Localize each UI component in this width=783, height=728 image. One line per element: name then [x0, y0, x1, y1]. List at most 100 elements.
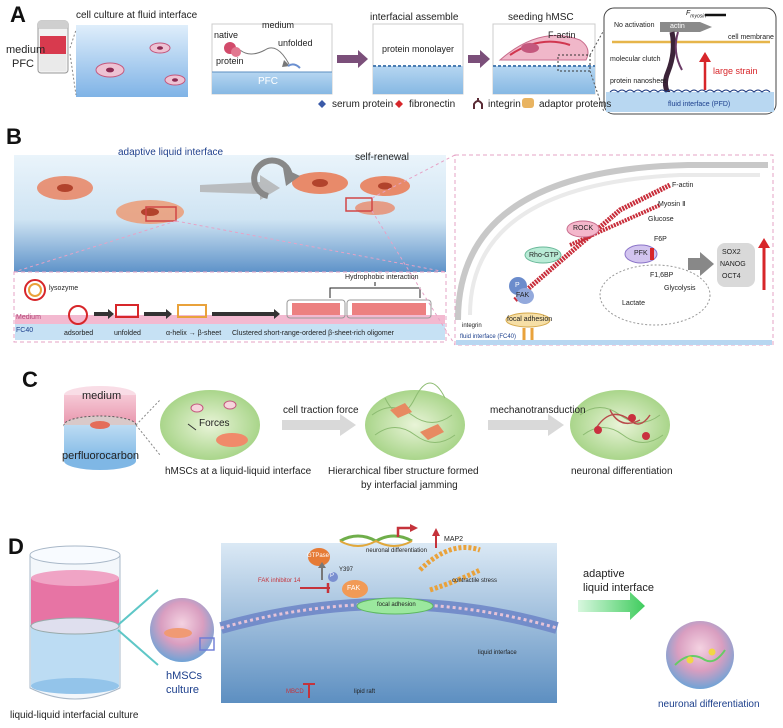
fak-inhibitor-label: FAK inhibitor 14: [258, 578, 301, 584]
medium-top-label: medium: [262, 20, 295, 30]
clutch-icon: [662, 31, 676, 98]
panel-a: [37, 7, 777, 115]
panel-label-a: A: [10, 2, 26, 27]
actin-label: actin: [670, 23, 685, 30]
medium-label-b: Medium: [16, 314, 41, 321]
neuronal-bottom-label: neuronal differentiation: [658, 699, 760, 710]
cell-culture-label: cell culture at fluid interface: [76, 10, 198, 21]
panel-d: [29, 524, 734, 703]
glucose-label: Glucose: [648, 216, 674, 223]
arrow-icon: [578, 592, 645, 620]
medium-label-c: medium: [82, 390, 122, 402]
actin-bar: [660, 22, 700, 32]
fak-label-d: FAK: [347, 585, 361, 592]
fluid-interface-pfd-label: fluid interface (PFD): [668, 101, 731, 108]
self-renewal-arrow-icon: [251, 157, 293, 199]
fluid-interface-fc40-label: fluid interface (FC40): [460, 334, 517, 340]
no-activation-label: No activation: [614, 22, 655, 29]
vial-pfc-label: PFC: [12, 58, 34, 70]
p-label-d: P: [330, 573, 335, 579]
hmscs-label-d1: hMSCs: [166, 670, 203, 682]
neuronal-top-label: neuronal differentiation: [366, 548, 427, 554]
seeding-label: seeding hMSC: [508, 12, 574, 23]
panel-b: [13, 154, 774, 346]
large-strain-label: large strain: [713, 66, 758, 76]
f16bp-label: F1,6BP: [650, 272, 674, 279]
arrow-icon: [282, 414, 356, 436]
legend-serum: serum protein: [332, 99, 394, 110]
mechanotransduction-label: mechanotransduction: [490, 405, 586, 416]
glycolysis-label: Glycolysis: [664, 285, 696, 292]
liquid-culture-label: liquid-liquid interfacial culture: [10, 710, 139, 721]
integrin-label-b: integrin: [462, 323, 482, 329]
adaptive-interface-label: adaptive liquid interface: [118, 147, 224, 158]
molecular-clutch-label: molecular clutch: [610, 56, 661, 63]
f-actin-label-b: F-actin: [672, 182, 694, 189]
mbcd-label: MBCD: [286, 689, 304, 695]
self-renewal-label: self-renewal: [355, 152, 409, 163]
cell-membrane-label: cell membrane: [728, 34, 774, 41]
contractile-label: contractile stress: [452, 578, 498, 584]
adsorbed-label: adsorbed: [64, 330, 94, 337]
legend-adaptor: adaptor proteins: [539, 99, 612, 110]
arrow-icon: [488, 414, 564, 436]
fak-label-b: FAK: [516, 292, 530, 299]
legend-integrin: integrin: [488, 99, 521, 110]
focal-adhesion-label-b: focal adhesion: [507, 316, 553, 323]
panel-label-d: D: [8, 534, 24, 559]
adaptive-label-d1: adaptive: [583, 568, 625, 580]
sox2-label: SOX2: [722, 249, 741, 256]
panel-label-b: B: [6, 124, 22, 149]
clustered-label: Clustered short-range-ordered β-sheet-ri…: [232, 330, 394, 337]
rock-label: ROCK: [573, 225, 594, 232]
lactate-label: Lactate: [622, 300, 645, 307]
unfolded-label-b: unfolded: [114, 330, 141, 337]
nanog-label: NANOG: [720, 261, 746, 268]
arrow-icon: [468, 50, 490, 68]
fiber-structure-circle: [365, 390, 465, 460]
hierarchical-label-1: Hierarchical fiber structure formed: [328, 466, 479, 477]
focal-adhesion-icon: [356, 597, 434, 615]
gtpase-label: GTPase: [307, 553, 330, 559]
panel-label-c: C: [22, 367, 38, 392]
hmscs-interface-label: hMSCs at a liquid-liquid interface: [165, 466, 312, 477]
perfluorocarbon-label: perfluorocarbon: [62, 450, 140, 462]
legend-fibronectin: fibronectin: [409, 99, 456, 110]
fibronectin-icon: [395, 100, 403, 108]
oct4-label: OCT4: [722, 273, 741, 280]
liquid-interface-label-d: liquid interface: [478, 650, 517, 656]
neuronal-culture-circle: [666, 621, 734, 689]
fluid-interface-image: [76, 25, 188, 97]
rho-gtp-label: Rho-GTP: [529, 252, 559, 259]
native-label: native: [214, 30, 239, 40]
neuronal-label-c: neuronal differentiation: [571, 466, 673, 477]
vial-medium-label: medium: [6, 44, 46, 56]
f6p-label: F6P: [654, 236, 667, 243]
f-actin-fiber: [513, 182, 672, 302]
y397-label: Y397: [339, 567, 354, 573]
pfk-label: PFK: [634, 250, 648, 257]
map2-label: MAP2: [444, 536, 464, 543]
f-actin-label-a: F-actin: [548, 30, 576, 40]
hierarchical-label-2: by interfacial jamming: [361, 480, 458, 491]
neuronal-circle: [570, 390, 670, 460]
panel-c: [63, 382, 670, 470]
myosin-label: Myosin Ⅱ: [658, 201, 686, 208]
integrin-icon: [473, 98, 483, 109]
focal-adhesion-label-d: focal adhesion: [377, 602, 416, 608]
mechanism-box: [221, 543, 557, 703]
lysozyme-label: lysozyme: [49, 285, 79, 292]
lysozyme-icon: [24, 279, 46, 301]
lipid-raft-label: lipid raft: [354, 689, 376, 695]
arrow-icon: [337, 50, 368, 68]
fc40-label: FC40: [16, 327, 34, 334]
protein-monolayer-label: protein monolayer: [382, 44, 455, 54]
adaptor-protein-icon: [522, 98, 534, 108]
serum-protein-icon: [318, 100, 326, 108]
helix-sheet-label: α-helix → β-sheet: [166, 330, 222, 337]
f-myosin-label: Fmyosin: [686, 10, 707, 20]
protein-label: protein: [216, 56, 244, 66]
pfc-bottom-label: PFC: [258, 76, 278, 87]
protein-nanosheet-label: protein nanosheet: [610, 78, 667, 85]
